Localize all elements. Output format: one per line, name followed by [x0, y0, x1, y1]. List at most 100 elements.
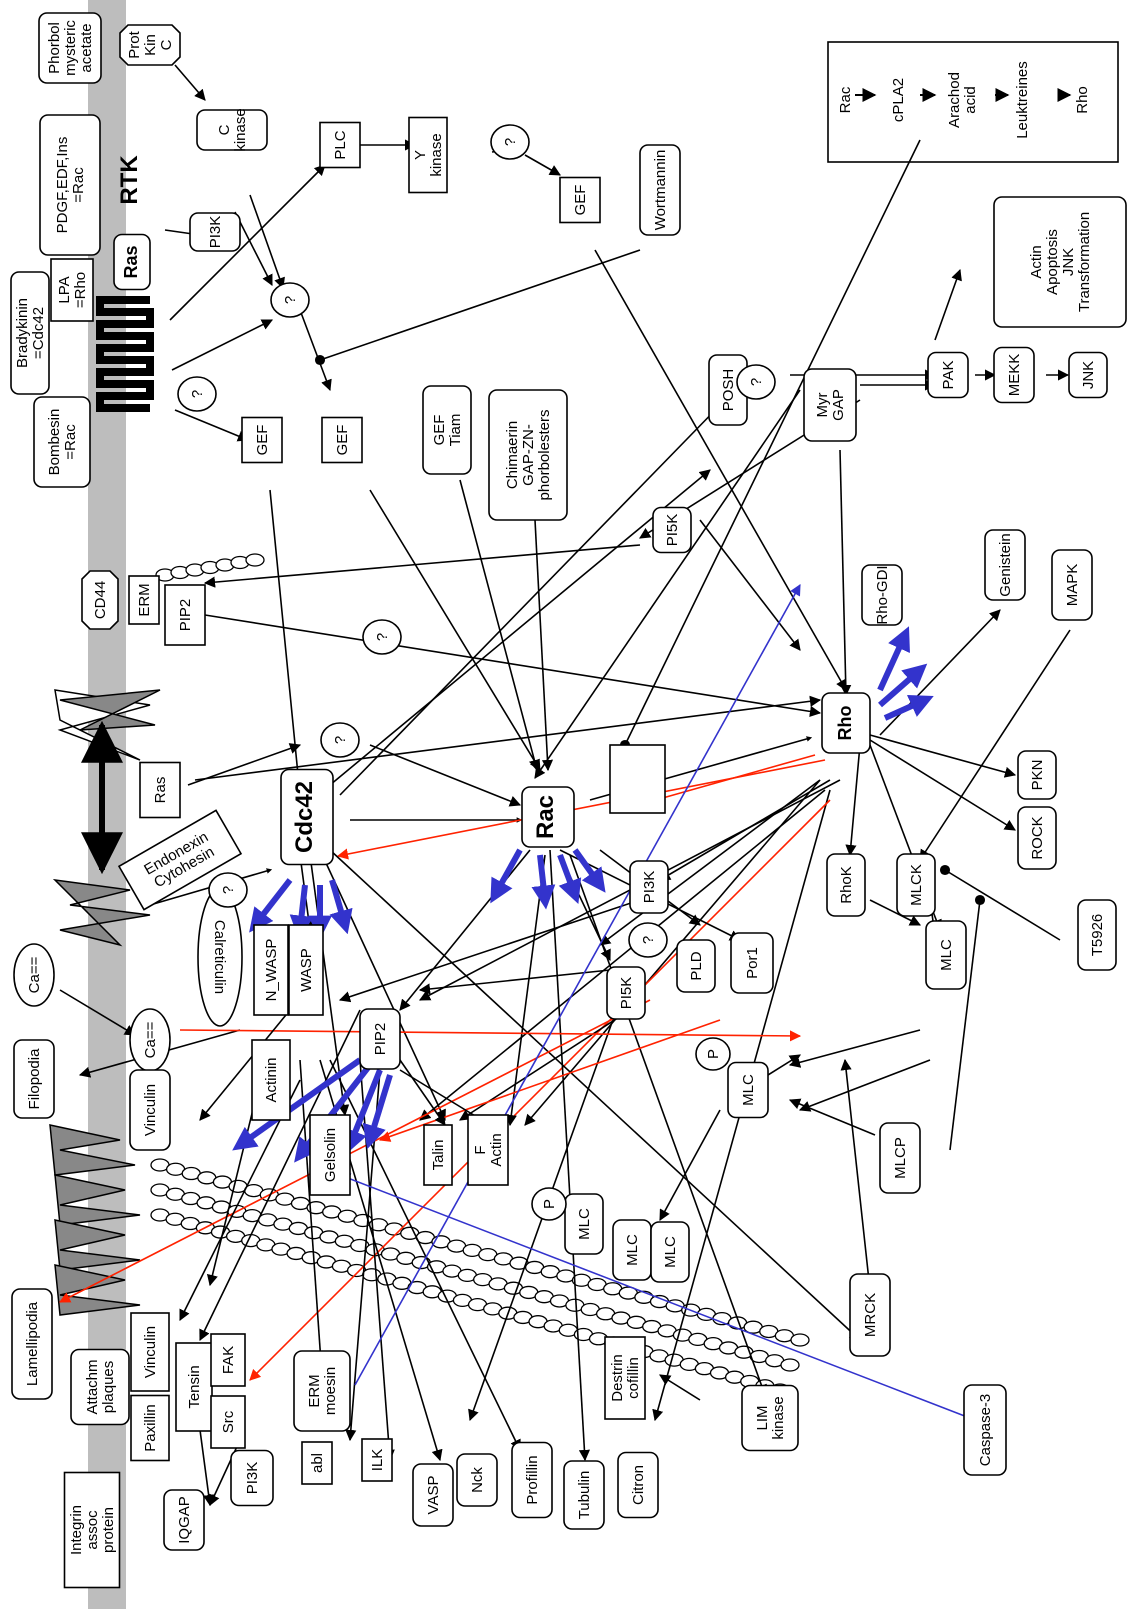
interaction-arrow [329, 849, 861, 1341]
svg-text:Tensin: Tensin [186, 1365, 203, 1408]
node-erm-top: ERM [128, 575, 160, 625]
node-nck: Nck [456, 1453, 498, 1507]
svg-text:ROCK: ROCK [1029, 816, 1046, 859]
svg-text:PLC: PLC [332, 130, 349, 159]
node-jnk: JNK [1068, 351, 1108, 399]
unknown-step-marker: ? [208, 872, 248, 908]
svg-text:?: ? [374, 633, 391, 641]
node-gelsolin: Gelsolin [309, 1114, 351, 1196]
interaction-arrow [879, 609, 1001, 736]
unknown-step-marker: ? [177, 376, 217, 412]
node-mlc-a: MLC [564, 1193, 604, 1255]
node-talin: Talin [423, 1124, 453, 1186]
node-f-actin: FActin [467, 1114, 509, 1186]
interaction-arrow [234, 211, 273, 286]
interaction-arrow [59, 989, 136, 1036]
svg-text:?: ? [332, 736, 349, 744]
unknown-step-marker: ? [362, 619, 402, 655]
svg-text:Citron: Citron [630, 1465, 647, 1505]
svg-text:Gelsolin: Gelsolin [322, 1128, 339, 1182]
node-wortmannin: Wortmannin [639, 144, 681, 236]
interaction-arrow [839, 449, 852, 697]
unknown-step-marker: ? [320, 722, 360, 758]
node-plc: PLC [319, 121, 361, 169]
svg-text:PI3K: PI3K [207, 216, 224, 249]
node-iqgap: IQGAP [163, 1489, 205, 1551]
node-gef-3: GEF [321, 416, 363, 464]
rac-rho-link-box [609, 744, 666, 814]
svg-text:ILK: ILK [369, 1449, 386, 1472]
svg-text:MLC: MLC [576, 1208, 593, 1240]
svg-text:Vinculin: Vinculin [142, 1326, 159, 1378]
node-c-kinase: Ckinase [196, 108, 268, 152]
svg-text:Vinculin: Vinculin [142, 1084, 159, 1136]
svg-text:N_WASP: N_WASP [263, 939, 280, 1002]
interaction-arrow [369, 744, 522, 807]
node-inset-rho: Rho [1074, 86, 1091, 114]
node-rho-gdi: Rho-GDI [861, 564, 903, 626]
node-profillin: Profillin [511, 1441, 553, 1519]
svg-text:MRCK: MRCK [862, 1293, 879, 1337]
phospho-marker: P [695, 1037, 731, 1071]
interaction-arrow [594, 249, 847, 691]
svg-text:GEFTiam: GEFTiam [431, 414, 464, 447]
node-rock: ROCK [1017, 806, 1057, 870]
node-y-kinase: Ykinase [408, 116, 448, 194]
svg-text:PIP2: PIP2 [372, 1023, 389, 1056]
svg-text:PI3K: PI3K [641, 871, 658, 904]
svg-text:Arachodacid: Arachodacid [946, 72, 979, 128]
svg-text:Cdc42: Cdc42 [291, 781, 318, 853]
interaction-arrow [269, 489, 305, 797]
svg-text:Bradykinin=Cdc42: Bradykinin=Cdc42 [14, 298, 47, 368]
interaction-arrow [869, 734, 1017, 778]
svg-text:Rac: Rac [532, 795, 559, 839]
node-citron: Citron [617, 1451, 659, 1519]
svg-text:FActin: FActin [472, 1133, 505, 1166]
node-tensin: Tensin [175, 1342, 213, 1432]
node-pi3k-top: PI3K [189, 212, 241, 252]
node-mrck: MRCK [849, 1273, 891, 1357]
node-bombesin: Bombesin=Rac [33, 396, 91, 488]
svg-text:MyrGAP: MyrGAP [814, 389, 847, 421]
interaction-arrow [619, 139, 921, 751]
node-vinculin-low: Vinculin [130, 1312, 170, 1392]
node-ras-mid: Ras [139, 761, 181, 819]
activation-arrow [289, 884, 314, 940]
node-caspase3: Caspase-3 [963, 1384, 1007, 1476]
node-pi5k-mid: PI5K [606, 966, 646, 1020]
activation-arrow [883, 694, 934, 721]
svg-text:Ykinase: Ykinase [412, 133, 445, 176]
svg-text:Talin: Talin [430, 1140, 447, 1171]
svg-text:FAK: FAK [220, 1346, 237, 1374]
svg-text:Paxillin: Paxillin [142, 1404, 159, 1452]
interaction-arrow [336, 759, 826, 860]
svg-text:Rac: Rac [837, 86, 854, 113]
svg-text:ProtKinC: ProtKinC [126, 30, 175, 58]
svg-text:IQGAP: IQGAP [176, 1496, 193, 1544]
interaction-arrow [339, 399, 726, 796]
node-vasp: VASP [412, 1463, 454, 1527]
interaction-arrow [174, 64, 206, 101]
svg-text:?: ? [502, 138, 519, 146]
interaction-arrow [949, 894, 986, 1151]
node-fak: FAK [210, 1333, 246, 1387]
interaction-arrow [798, 1059, 931, 1112]
node-n-wasp: N_WASP [253, 924, 289, 1016]
svg-text:WASP: WASP [298, 948, 315, 992]
node-p-mlc: MLC [727, 1061, 769, 1119]
svg-text:Ras: Ras [121, 245, 141, 278]
svg-text:Ca==: Ca== [142, 1021, 159, 1058]
interaction-arrow [199, 1429, 215, 1507]
svg-text:PI5K: PI5K [664, 514, 681, 547]
svg-text:RhoK: RhoK [838, 866, 855, 904]
node-pi3k-low: PI3K [230, 1449, 274, 1507]
svg-text:PLD: PLD [688, 951, 705, 980]
node-gef-tiam: GEFTiam [422, 385, 472, 475]
node-inset-arachod: Arachodacid [946, 72, 979, 128]
svg-text:GEF: GEF [254, 425, 271, 456]
node-wasp: WASP [288, 924, 324, 1016]
interaction-arrow [329, 469, 711, 786]
node-mlcp: MLCP [879, 1122, 921, 1194]
svg-text:MLCP: MLCP [892, 1137, 909, 1179]
svg-text:PKN: PKN [1029, 760, 1046, 791]
